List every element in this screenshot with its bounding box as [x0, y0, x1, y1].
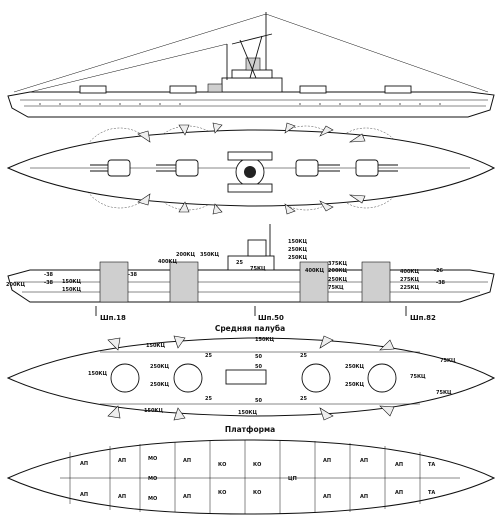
label-minus38-a: -38	[44, 272, 54, 278]
pl-label-ap-4: АП	[118, 494, 126, 500]
label-350kc: 350КЦ	[200, 252, 220, 258]
pl-label-ap-8: АП	[323, 494, 331, 500]
pl-label-ap-9: АП	[360, 458, 368, 464]
md-label-50-3: 50	[255, 398, 262, 404]
pl-label-ap-6: АП	[183, 494, 191, 500]
label-400kc-a: 400КЦ	[158, 259, 178, 265]
caption-middle-deck: Средняя палуба	[215, 324, 285, 333]
label-minus26: -26	[434, 268, 444, 274]
pl-label-ko-1: КО	[218, 462, 226, 468]
pl-label-mo-1: МО	[148, 456, 157, 462]
md-label-250kc-3: 250КЦ	[345, 364, 365, 370]
side-elevation	[7, 12, 495, 118]
deck-plan	[6, 122, 496, 215]
label-250kc-b: 250КЦ	[288, 255, 308, 261]
md-label-150kc-2: 150КЦ	[255, 337, 275, 343]
frame-label-18: Шп.18	[100, 314, 126, 322]
pl-label-ap-11: АП	[395, 462, 403, 468]
pl-label-ap-7: АП	[323, 458, 331, 464]
middle-deck-plan: 150КЦ 150КЦ 150КЦ 150КЦ 150КЦ 250КЦ 250К…	[6, 335, 496, 421]
pl-label-ap-3: АП	[118, 458, 126, 464]
label-250kc-c: 250КЦ	[328, 277, 348, 283]
label-200kc-a: 200КЦ	[176, 252, 196, 258]
pl-label-cp: ЦП	[288, 476, 297, 482]
caption-platform: Платформа	[225, 425, 275, 434]
pl-label-ap-2: АП	[80, 492, 88, 498]
md-label-25-1: 25	[205, 353, 212, 359]
pl-label-ap-5: АП	[183, 458, 191, 464]
boat-arcs-top	[137, 122, 366, 215]
pl-label-mo-2: МО	[148, 476, 157, 482]
md-label-150kc-1: 150КЦ	[146, 343, 166, 349]
platform-plan: АП АП АП АП АП АП АП АП АП АП АП АП МО М…	[6, 439, 496, 515]
md-label-250kc-4: 250КЦ	[345, 382, 365, 388]
label-200kc-b: 200КЦ	[328, 268, 348, 274]
label-minus38-c: -38	[436, 280, 446, 286]
pl-label-ko-4: КО	[253, 490, 261, 496]
md-label-25-4: 25	[300, 396, 307, 402]
pl-label-ko-3: КО	[253, 462, 261, 468]
md-label-50-2: 50	[255, 364, 262, 370]
label-400kc-c: 400КЦ	[400, 269, 420, 275]
md-label-75kc-1: 75КЦ	[440, 358, 456, 364]
label-75kc-a: 75КЦ	[250, 266, 266, 272]
md-label-25-3: 25	[300, 353, 307, 359]
md-label-75kc-2: 75КЦ	[410, 374, 426, 380]
pl-label-ap-10: АП	[360, 494, 368, 500]
pl-label-ap-12: АП	[395, 490, 403, 496]
label-150kc-c: 150КЦ	[62, 287, 82, 293]
label-25-profile: 25	[236, 260, 243, 266]
pl-label-mo-3: МО	[148, 496, 157, 502]
label-375kc: 375КЦ	[328, 261, 348, 267]
md-label-150kc-3: 150КЦ	[88, 371, 108, 377]
md-label-150kc-4: 150КЦ	[144, 408, 164, 414]
frame-label-50: Шп.50	[258, 314, 284, 322]
label-225kc: 225КЦ	[400, 285, 420, 291]
label-275kc: 275КЦ	[400, 277, 420, 283]
md-label-250kc-1: 250КЦ	[150, 364, 170, 370]
label-minus38-b: -38	[44, 280, 54, 286]
md-label-75kc-3: 75КЦ	[436, 390, 452, 396]
md-label-150kc-5: 150КЦ	[238, 410, 258, 416]
label-75kc-b: 75КЦ	[328, 285, 344, 291]
label-250kc-a: 250КЦ	[288, 247, 308, 253]
inboard-profile: Шп.18 Шп.50 Шп.82 200КЦ 350КЦ 400КЦ 150К…	[6, 224, 495, 322]
md-label-25-2: 25	[205, 396, 212, 402]
pl-label-ta-2: ТА	[428, 490, 435, 496]
label-150kc-b: 150КЦ	[62, 279, 82, 285]
md-label-50-1: 50	[255, 354, 262, 360]
pl-label-ko-2: КО	[218, 490, 226, 496]
md-label-250kc-2: 250КЦ	[150, 382, 170, 388]
label-200kc-c: 200КЦ	[6, 282, 26, 288]
label-minus38-d: -38	[128, 272, 138, 278]
pl-label-ap-1: АП	[80, 461, 88, 467]
label-400kc-b: 400КЦ	[305, 268, 325, 274]
label-150kc-a: 150КЦ	[288, 239, 308, 245]
frame-label-82: Шп.82	[410, 314, 436, 322]
pl-label-ta-1: ТА	[428, 462, 435, 468]
